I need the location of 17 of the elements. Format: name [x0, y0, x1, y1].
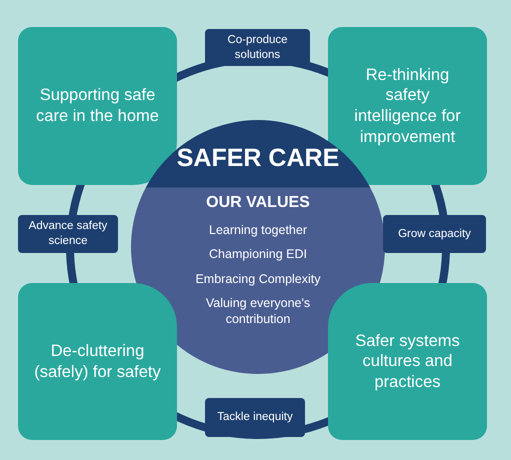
theme-card [18, 283, 177, 440]
center-title: SAFER CARE [176, 142, 340, 174]
theme-text: Re-thinking safety intelligence for improvement [353, 64, 462, 148]
value-item: Embracing Complexity [195, 270, 321, 287]
goal-label: Co-produce solutions [205, 29, 310, 66]
value-item: Championing EDI [209, 246, 307, 262]
goal-label: Grow capacity [383, 215, 486, 253]
values-heading: OUR VALUES [206, 194, 310, 212]
theme-text: Safer systems cultures and practices [354, 330, 461, 392]
theme-card [18, 27, 177, 185]
theme-text: Supporting safe care in the home [35, 85, 160, 127]
goal-label: Advance safety science [18, 215, 118, 253]
theme-text: De-cluttering (safely) for safety [33, 340, 162, 382]
goal-label: Tackle inequity [205, 398, 305, 437]
theme-card [328, 283, 487, 440]
value-item: Valuing everyone's contribution [204, 294, 312, 328]
value-item: Learning together [209, 222, 307, 238]
